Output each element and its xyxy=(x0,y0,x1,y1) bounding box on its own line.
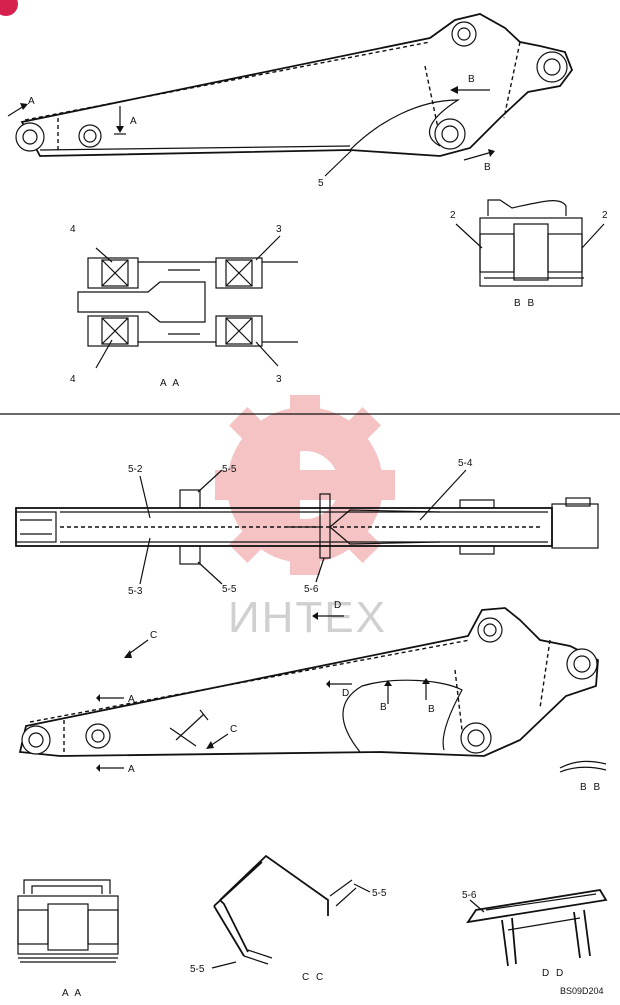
bb-top-caption: B B xyxy=(514,298,536,309)
detail-cc: 5-5 5-5 C C xyxy=(190,854,387,983)
plan-label-d: D xyxy=(334,600,341,611)
plan-label-54: 5-4 xyxy=(458,458,473,469)
side-label-a2: A xyxy=(128,764,135,775)
side-view: C A A C D B B xyxy=(18,607,599,775)
plan-label-55b: 5-5 xyxy=(222,584,237,595)
plan-label-53: 5-3 xyxy=(128,586,143,597)
aa-top-label-tr: 3 xyxy=(276,224,282,235)
bb-top-label-r: 2 xyxy=(602,210,608,221)
detail-aa-caption: A A xyxy=(62,988,83,999)
detail-bb: B B xyxy=(559,760,607,793)
drawing-code: BS09D204 xyxy=(560,986,604,996)
aa-top-caption: A A xyxy=(160,378,181,389)
top-label-a1: A xyxy=(28,96,35,107)
plan-label-55a: 5-5 xyxy=(222,464,237,475)
detail-bb-caption: B B xyxy=(580,782,602,793)
detail-aa: A A xyxy=(17,879,119,999)
bb-top-label-l: 2 xyxy=(450,210,456,221)
page-badge xyxy=(0,0,18,16)
plan-label-56: 5-6 xyxy=(304,584,319,595)
side-label-c1: C xyxy=(150,630,157,641)
plan-view: 5-2 5-3 5-5 5-5 5-4 5-6 D xyxy=(15,458,599,620)
gear-logo xyxy=(215,395,395,575)
top-label-b1: B xyxy=(468,74,475,85)
aa-top-label-bl: 4 xyxy=(70,374,76,385)
top-side-view: A A B B 5 xyxy=(7,13,574,189)
detail-cc-label-55a: 5-5 xyxy=(372,888,387,899)
side-label-c2: C xyxy=(230,724,237,735)
detail-dd-label-56: 5-6 xyxy=(462,890,477,901)
top-label-a2: A xyxy=(130,116,137,127)
section-bb-top: 2 2 B B xyxy=(450,199,608,309)
plan-label-52: 5-2 xyxy=(128,464,143,475)
detail-cc-caption: C C xyxy=(302,972,325,983)
side-label-a1: A xyxy=(128,694,135,705)
detail-cc-label-55b: 5-5 xyxy=(190,964,205,975)
detail-dd-caption: D D xyxy=(542,968,565,979)
top-label-5: 5 xyxy=(318,178,324,189)
side-label-b1: B xyxy=(380,702,387,713)
watermark: ИНТЕХ xyxy=(215,395,395,642)
side-label-d: D xyxy=(342,688,349,699)
aa-top-label-br: 3 xyxy=(276,374,282,385)
top-label-b2: B xyxy=(484,162,491,173)
section-aa-top: 4 4 3 3 A A xyxy=(70,224,298,389)
side-label-b2: B xyxy=(428,704,435,715)
aa-top-label-tl: 4 xyxy=(70,224,76,235)
watermark-text: ИНТЕХ xyxy=(228,593,387,642)
detail-dd: 5-6 D D xyxy=(462,889,608,979)
